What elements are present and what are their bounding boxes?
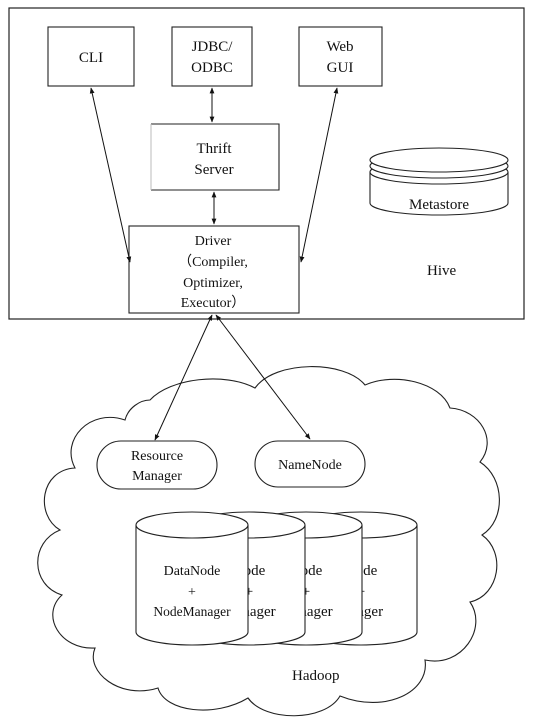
worker1-line2: + xyxy=(188,585,196,600)
driver-box: Driver （Compiler, Optimizer, Executor） xyxy=(128,225,300,314)
driver-label-line3: Optimizer, xyxy=(183,276,243,291)
arrow-cli-driver xyxy=(89,87,132,263)
driver-label-line2: （Compiler, xyxy=(178,254,248,270)
worker4-line2: + xyxy=(357,584,365,600)
worker3-line1: Node xyxy=(290,563,323,579)
jdbc-label-line1: JDBC/ xyxy=(192,39,234,55)
driver-label-line4: Executor） xyxy=(181,295,246,311)
worker3-line3: Manager xyxy=(279,604,332,620)
worker4-line3: lanager xyxy=(339,604,383,620)
jdbc-odbc-box: JDBC/ ODBC xyxy=(171,26,253,87)
namenode-label: NameNode xyxy=(278,458,342,473)
worker4-line1: Node xyxy=(345,563,378,579)
worker-node-1: DataNode + NodeManager xyxy=(135,511,249,646)
worker2-line2: + xyxy=(245,584,253,600)
hadoop-label: Hadoop xyxy=(292,668,340,684)
metastore-disk: Metastore xyxy=(369,147,509,216)
cli-box: CLI xyxy=(47,26,135,87)
thrift-label-line1: Thrift xyxy=(197,141,233,157)
worker1-line1: DataNode xyxy=(164,564,221,579)
hadoop-cloud xyxy=(37,366,500,717)
driver-label-line1: Driver xyxy=(195,234,232,249)
web-label-line1: Web xyxy=(326,39,353,55)
jdbc-label-line2: ODBC xyxy=(191,60,233,76)
worker2-line1: Node xyxy=(233,563,266,579)
worker1-line3: NodeManager xyxy=(153,604,231,619)
web-label-line2: GUI xyxy=(327,60,354,76)
hive-label: Hive xyxy=(427,263,457,279)
arrow-driver-namenode xyxy=(215,314,311,440)
thrift-server-box: Thrift Server xyxy=(150,123,280,191)
thrift-label-line2: Server xyxy=(194,162,233,178)
worker3-line2: + xyxy=(302,584,310,600)
arrow-driver-resourcemanager xyxy=(154,314,213,441)
web-gui-box: Web GUI xyxy=(298,26,383,87)
arrow-web-driver xyxy=(299,87,339,263)
metastore-label: Metastore xyxy=(409,197,469,213)
resource-manager-line1: Resource xyxy=(131,449,183,464)
worker2-line3: Manager xyxy=(222,604,275,620)
cli-label: CLI xyxy=(79,50,103,66)
resource-manager-node: Resource Manager xyxy=(96,440,218,490)
namenode-node: NameNode xyxy=(254,440,366,488)
resource-manager-line2: Manager xyxy=(132,469,182,484)
